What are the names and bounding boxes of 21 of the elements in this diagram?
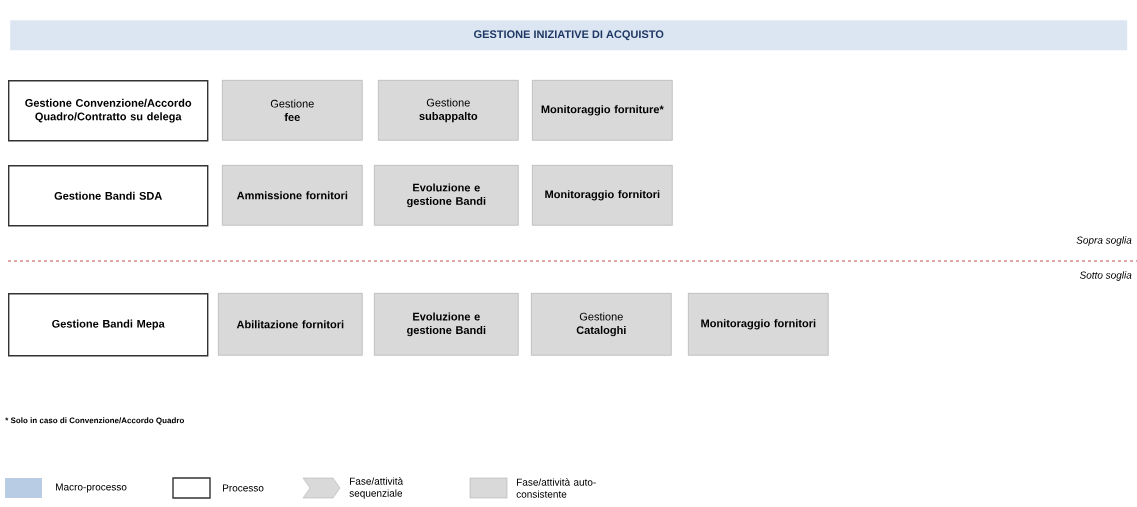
activity-box: Gestione subappalto: [378, 80, 519, 141]
footnote: * Solo in caso di Convenzione/Accordo Quadro: [5, 417, 185, 425]
activity-box: Monitoraggio fornitori: [688, 293, 829, 356]
legend-label: Processo: [223, 484, 264, 492]
activity-box: Evoluzione e gestione Bandi: [374, 293, 519, 356]
activity-box: Abilitazione fornitori: [218, 293, 363, 356]
process-box: Gestione Convenzione/Accordo Quadro/Contratto su delega: [8, 80, 209, 142]
activity-box: Monitoraggio fornitori: [532, 165, 673, 226]
legend-label: Fase/attività auto-consistente: [516, 478, 596, 498]
threshold-label: Sopra soglia: [1076, 236, 1132, 246]
activity-box: Gestione fee: [222, 80, 363, 141]
process-box: Gestione Bandi Mepa: [8, 293, 209, 357]
threshold-label: Sotto soglia: [1079, 271, 1132, 281]
legend-label: Fase/attività sequenziale: [349, 477, 404, 499]
activity-box: Monitoraggio forniture*: [532, 80, 673, 141]
process-box: Gestione Bandi SDA: [8, 165, 209, 227]
activity-box: Gestione Cataloghi: [531, 293, 672, 356]
title-band: GESTIONE INIZIATIVE DI ACQUISTO: [10, 20, 1128, 51]
activity-box: Ammissione fornitori: [222, 165, 363, 226]
legend-label: Macro-processo: [56, 483, 127, 493]
activity-box: Evoluzione e gestione Bandi: [374, 165, 519, 226]
